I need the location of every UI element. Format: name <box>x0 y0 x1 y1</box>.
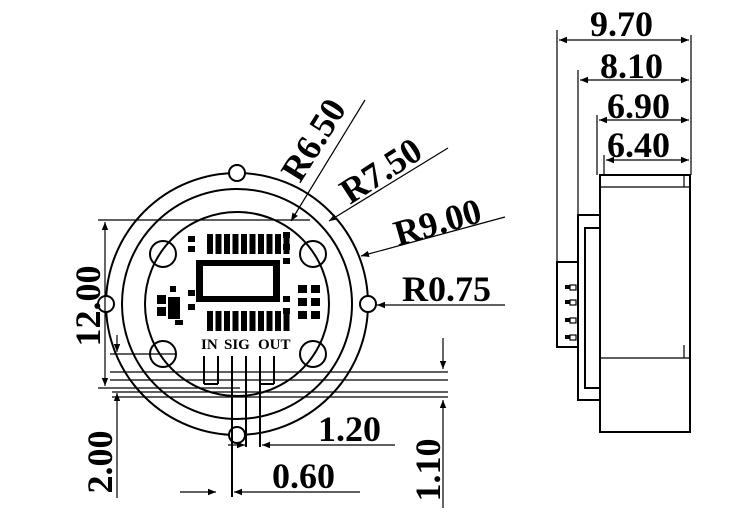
radius-label-r0-75: R0.75 <box>402 269 491 309</box>
dim-label-0-60: 0.60 <box>272 456 335 496</box>
pcb-pad <box>224 234 230 254</box>
pcb-pad <box>258 311 264 331</box>
mounting-hole-tr <box>299 240 327 268</box>
dim-0-60: 0.60 <box>180 456 360 496</box>
top-pad-row <box>207 234 290 254</box>
dim-label-12-00: 12.00 <box>68 266 108 347</box>
ic-chip <box>196 260 280 302</box>
pcb-pad <box>207 234 213 254</box>
smd-components <box>157 232 320 325</box>
pcb-pad <box>232 311 239 331</box>
radius-label-r7-50: R7.50 <box>333 130 429 212</box>
dim-12-00: 12.00 <box>68 219 310 389</box>
pcb-pad <box>215 234 222 254</box>
pcb-pad <box>249 234 256 254</box>
pin-label-sig: SIG <box>224 337 250 353</box>
pin-label-out: OUT <box>258 337 291 353</box>
pcb-pad <box>275 234 281 254</box>
side-connector-pins <box>565 284 577 341</box>
side-body <box>599 174 691 433</box>
radius-leaders <box>290 99 506 309</box>
pcb-pad <box>258 234 264 254</box>
pcb-pad <box>275 311 281 331</box>
dim-1-20: 1.20 <box>228 409 395 449</box>
dim-label-6-90: 6.90 <box>607 86 670 126</box>
pcb-pad <box>283 311 290 331</box>
pcb-pad <box>241 234 247 254</box>
bottom-pad-row <box>207 311 290 331</box>
pcb-pad <box>224 311 230 331</box>
side-view: 9.70 8.10 6.90 6.40 <box>556 4 692 433</box>
edge-notches <box>97 164 377 444</box>
pin-label-in: IN <box>201 337 218 353</box>
front-view: IN SIG OUT 12.00 <box>68 92 506 508</box>
pcb-circle <box>144 211 330 397</box>
pcb-pad <box>207 311 213 331</box>
pcb-pad <box>241 311 247 331</box>
pcb-pad <box>266 311 273 331</box>
side-connector <box>556 261 579 348</box>
pcb-pad <box>266 234 273 254</box>
dim-label-9-70: 9.70 <box>590 4 653 44</box>
dim-label-1-10: 1.10 <box>408 439 448 502</box>
dim-label-1-20: 1.20 <box>318 409 381 449</box>
dim-label-6-40: 6.40 <box>607 125 670 165</box>
radius-label-r9-00: R9.00 <box>389 191 486 254</box>
dim-label-8-10: 8.10 <box>600 46 663 86</box>
dim-2-00: 2.00 <box>80 335 121 498</box>
dim-1-10: 1.10 <box>408 338 448 508</box>
side-pcb <box>577 214 601 401</box>
dim-label-2-00: 2.00 <box>80 431 120 494</box>
pcb-pad <box>215 311 222 331</box>
mounting-hole-br <box>299 340 327 368</box>
pcb-pad <box>232 234 239 254</box>
mounting-hole-tl <box>149 240 177 268</box>
pcb-pad <box>249 311 256 331</box>
mid-circle <box>121 188 353 420</box>
